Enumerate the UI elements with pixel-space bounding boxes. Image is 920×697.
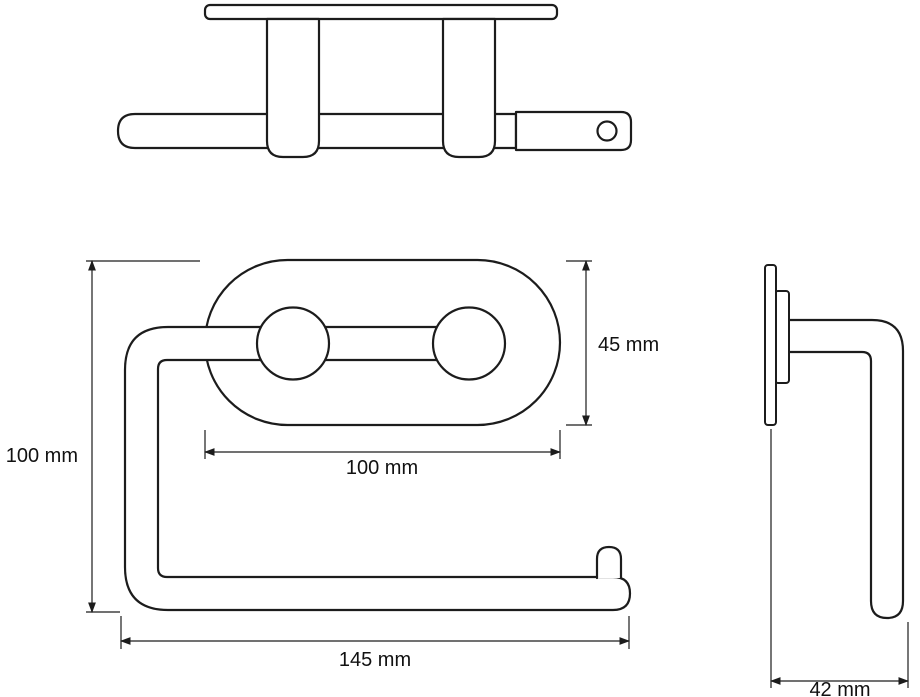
dimension-label-overall-width: 145 mm bbox=[339, 649, 411, 671]
dim-overall-height: 100 mm bbox=[6, 259, 200, 614]
top-view-bracket-left bbox=[265, 17, 321, 159]
top-view-pivot-hole bbox=[596, 120, 618, 142]
dim-overall-width: 145 mm bbox=[119, 616, 631, 671]
top-view-end-cap bbox=[514, 110, 633, 152]
side-flange bbox=[774, 290, 790, 384]
side-holder-arm bbox=[786, 318, 905, 620]
top-view-wall-plate bbox=[203, 3, 559, 21]
front-boss-right bbox=[431, 306, 507, 381]
front-boss-left bbox=[255, 306, 331, 381]
front-retainer-stub bbox=[595, 545, 623, 580]
side-wall-plate bbox=[764, 264, 777, 426]
top-view bbox=[116, 3, 633, 159]
dimension-label-plate-height: 45 mm bbox=[598, 334, 659, 356]
front-view bbox=[123, 258, 632, 612]
side-view bbox=[764, 264, 905, 620]
dimension-label-plate-width: 100 mm bbox=[346, 457, 418, 479]
dimension-label-depth: 42 mm bbox=[809, 679, 870, 697]
dimensions: 100 mm 45 mm 100 mm 145 mm bbox=[6, 259, 910, 697]
dim-plate-width: 100 mm bbox=[203, 430, 562, 479]
dim-depth: 42 mm bbox=[769, 429, 910, 697]
top-view-bracket-right bbox=[441, 17, 497, 159]
front-holder-arm bbox=[123, 325, 632, 612]
dimension-label-overall-height: 100 mm bbox=[6, 445, 78, 467]
dim-plate-height: 45 mm bbox=[566, 259, 659, 427]
